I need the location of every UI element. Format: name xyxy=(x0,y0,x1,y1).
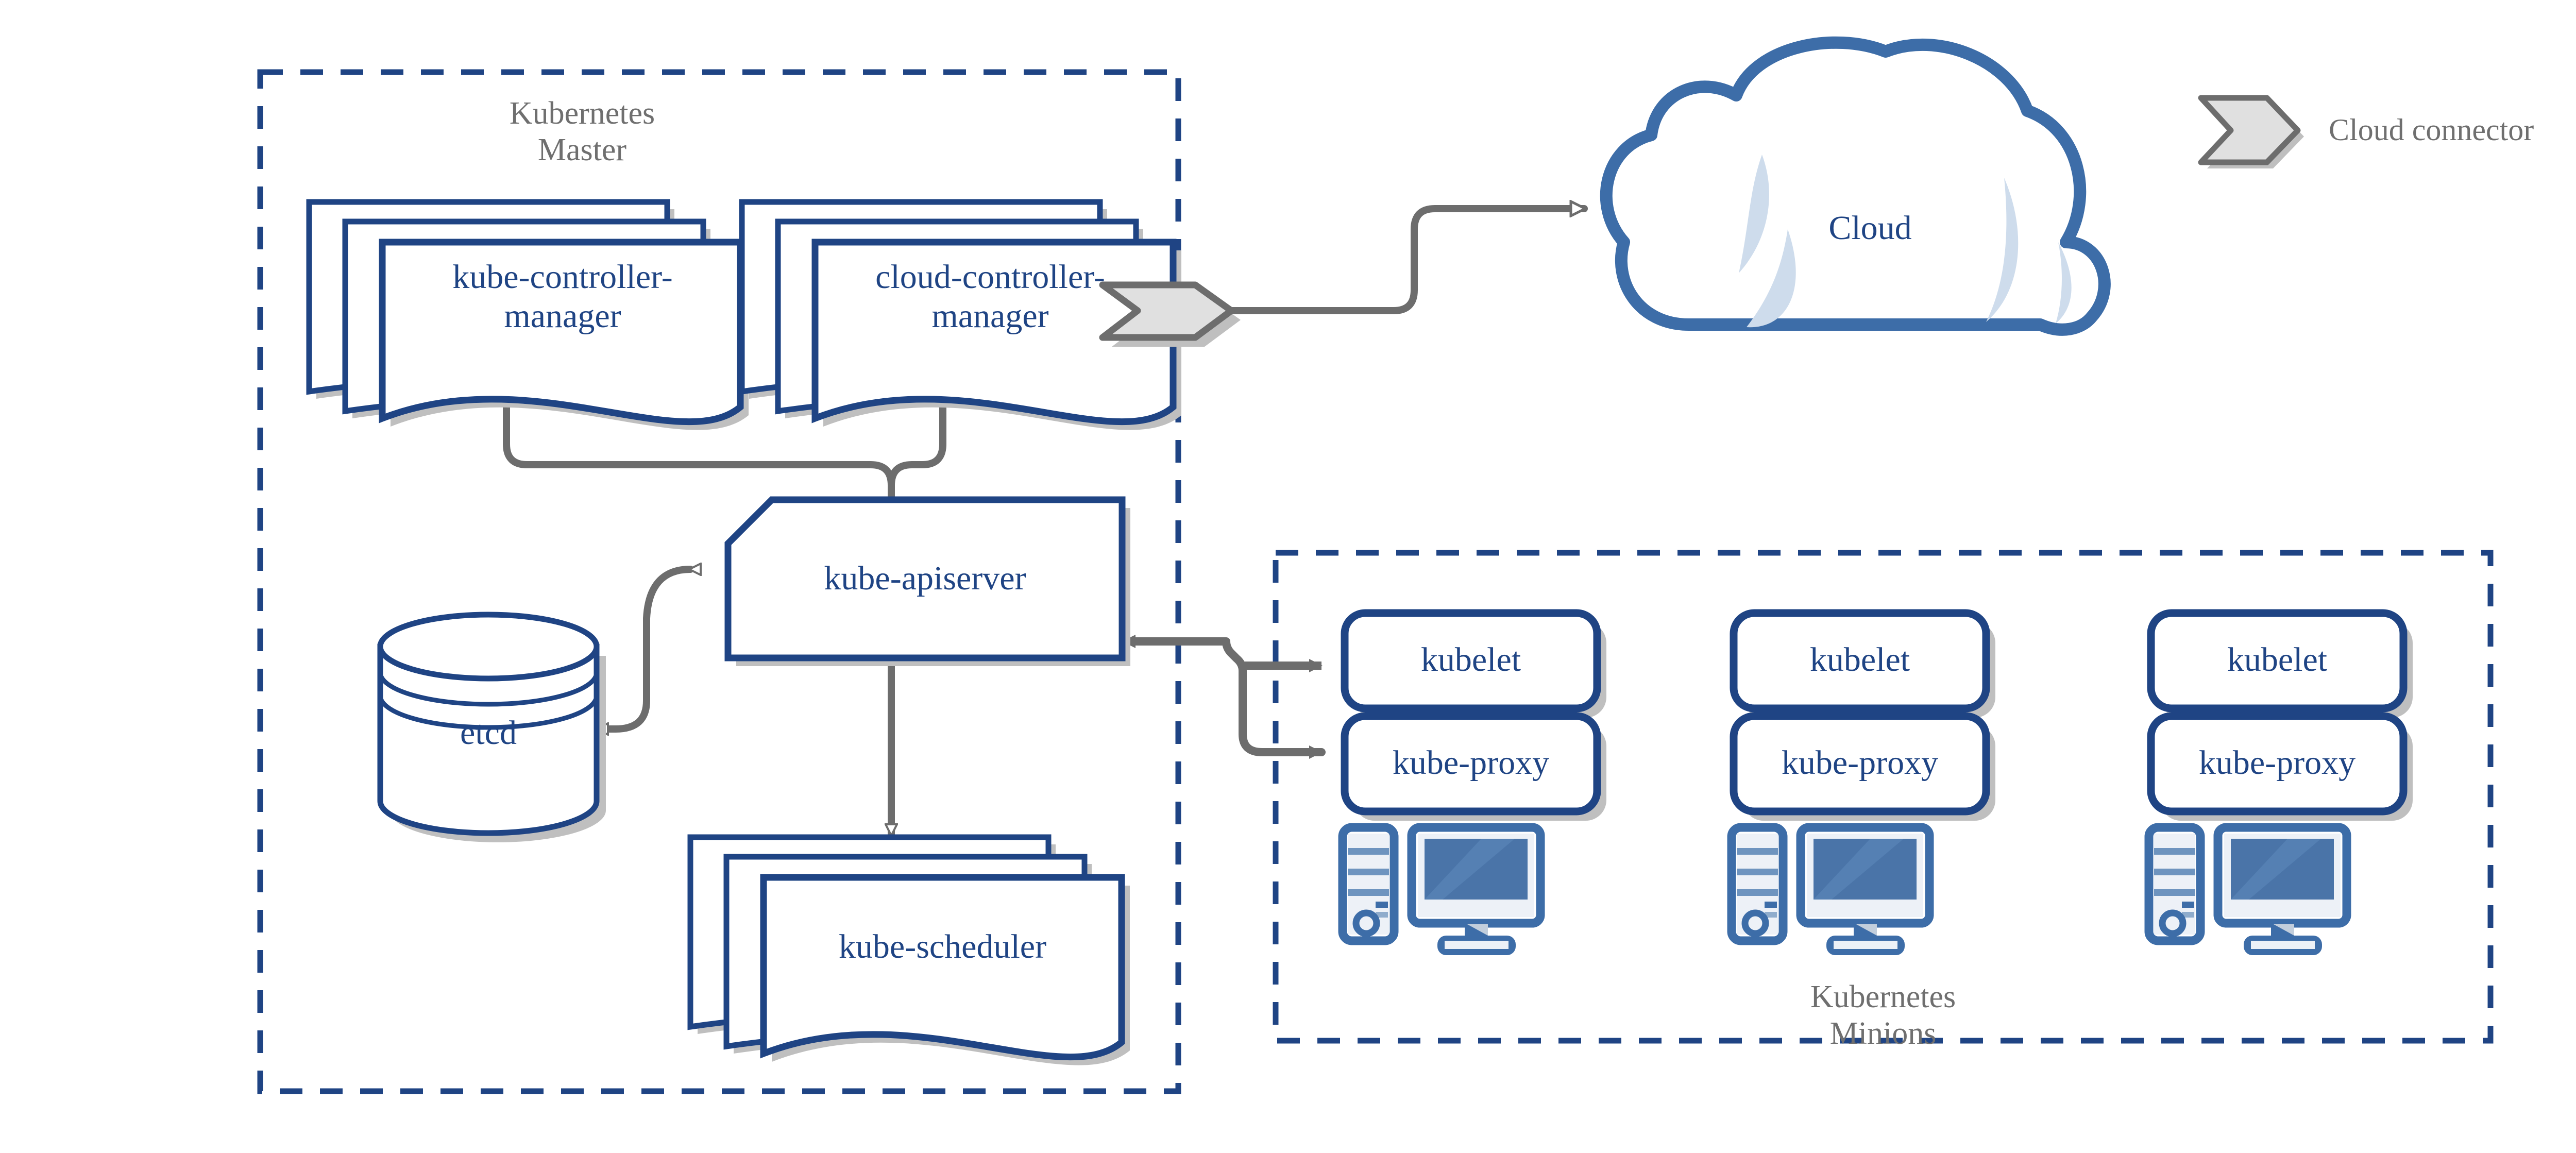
minion-2-kubeproxy-label: kube-proxy xyxy=(1781,744,1939,782)
minion-1-kubelet-box[interactable] xyxy=(1341,609,1606,718)
minion-3-kubelet-label: kubelet xyxy=(2227,641,2328,679)
cloud-accent-4 xyxy=(2056,242,2072,324)
minion-1-kubeproxy-box[interactable] xyxy=(1341,712,1606,821)
connector-cloudcm-to-cloud xyxy=(1225,209,1588,314)
minion-2-kubelet-box[interactable] xyxy=(1730,609,1995,718)
cloud-controller-manager-label: cloud-controller- manager xyxy=(875,258,1105,335)
cloud-label: Cloud xyxy=(1828,209,1912,247)
legend-cloud-connector-label: Cloud connector xyxy=(2329,113,2534,147)
kubernetes-minions-container xyxy=(1273,550,2494,1044)
minion-3-kubeproxy-box[interactable] xyxy=(2147,712,2413,821)
minion-3-kubeproxy-label: kube-proxy xyxy=(2198,744,2356,782)
kube-controller-manager-label: kube-controller- manager xyxy=(452,258,673,335)
legend-cloud-connector-icon xyxy=(2198,95,2304,168)
minion-1-kubeproxy-label: kube-proxy xyxy=(1392,744,1550,782)
minion-1-computer-icon xyxy=(1338,823,1545,955)
cloud-accent-3 xyxy=(1986,178,2019,322)
kube-apiserver-label: kube-apiserver xyxy=(824,559,1026,597)
minion-3-kubelet-box[interactable] xyxy=(2147,609,2413,718)
kubernetes-master-container xyxy=(257,69,1181,1094)
minion-3 xyxy=(2144,609,2413,955)
minion-3-computer-icon xyxy=(2144,823,2351,955)
cloud-outline xyxy=(1600,36,2111,336)
connector-apiserver-etcd xyxy=(594,569,690,729)
node-kube-apiserver[interactable] xyxy=(724,496,1130,666)
etcd-label: etcd xyxy=(460,714,517,752)
minion-2 xyxy=(1727,609,1995,955)
node-kube-controller-manager[interactable] xyxy=(306,199,749,430)
cloud-accent-2 xyxy=(1747,229,1796,328)
node-kube-scheduler[interactable] xyxy=(687,834,1130,1065)
minion-2-kubelet-label: kubelet xyxy=(1809,641,1910,679)
master-dashed-border xyxy=(257,69,1181,1094)
minions-dashed-border xyxy=(1273,550,2494,1044)
minions-group-label: Kubernetes Minions xyxy=(1810,979,1956,1052)
node-cloud[interactable] xyxy=(1600,36,2111,336)
minion-2-computer-icon xyxy=(1727,823,1934,955)
master-group-label: Kubernetes Master xyxy=(509,96,655,168)
kube-scheduler-label: kube-scheduler xyxy=(838,928,1047,965)
node-etcd[interactable] xyxy=(377,612,606,842)
connector-ccm-apiserver xyxy=(888,407,943,519)
cloud-accent-1 xyxy=(1739,155,1769,273)
minion-2-kubeproxy-box[interactable] xyxy=(1730,712,1995,821)
connector-apiserver-to-minions xyxy=(1122,635,1326,759)
minion-1-kubelet-label: kubelet xyxy=(1420,641,1521,679)
minion-1 xyxy=(1338,609,1606,955)
cloud-connector-icon xyxy=(1099,281,1241,347)
node-cloud-controller-manager[interactable] xyxy=(739,199,1181,430)
